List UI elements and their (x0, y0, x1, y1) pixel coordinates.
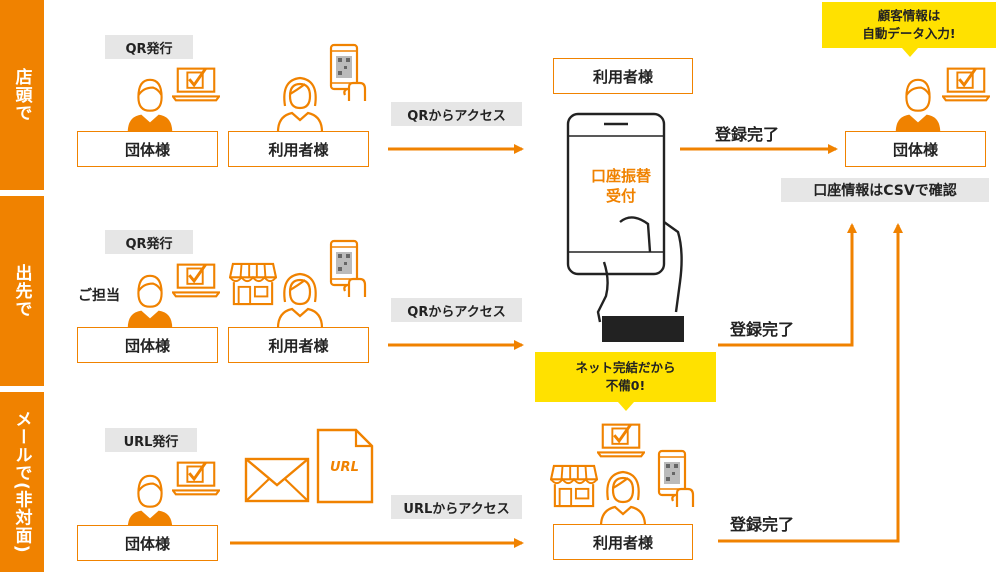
callout-line-1: 顧客情報は (877, 7, 941, 23)
person-icon (125, 270, 175, 328)
url-access-label: URLからアクセス (391, 495, 522, 519)
staff-label: ご担当 (78, 288, 120, 304)
laptop-check-icon (597, 420, 645, 460)
section-label-mail: メールで(非対面) (0, 392, 44, 572)
callout-pointer (618, 402, 634, 411)
callout-line-2: 不備0! (605, 378, 646, 393)
group-box: 団体様 (77, 131, 218, 167)
auto-input-callout: 顧客情報は 自動データ入力! (822, 2, 996, 48)
callout-line-1: ネット完結だから (575, 359, 676, 375)
qr-access-label: QRからアクセス (391, 102, 522, 126)
phone-line-2: 受付 (605, 187, 636, 206)
woman-icon (275, 72, 325, 132)
woman-icon (275, 268, 325, 328)
person-icon (125, 470, 175, 528)
no-error-callout: ネット完結だから 不備0! (535, 352, 716, 402)
qr-issue-tag: QR発行 (105, 35, 193, 59)
registration-complete-label: 登録完了 (730, 515, 795, 534)
smartphone-qr-icon (327, 238, 367, 300)
laptop-check-icon (942, 64, 990, 104)
envelope-icon (244, 457, 310, 503)
callout-line-2: 自動データ入力! (862, 26, 956, 41)
phone-screen-text: 口座振替 受付 (574, 166, 668, 207)
callout-pointer (902, 48, 918, 57)
url-doc-label: URL (330, 460, 359, 475)
user-box: 利用者様 (228, 327, 369, 363)
user-box-top: 利用者様 (553, 58, 693, 94)
section-label-visit: 出先で (0, 196, 44, 386)
section-label-storefront: 店頭で (0, 0, 44, 190)
person-icon (125, 74, 175, 132)
qr-access-label: QRからアクセス (391, 298, 522, 322)
user-box: 利用者様 (228, 131, 369, 167)
document-icon (316, 428, 374, 504)
registration-complete-label: 登録完了 (715, 125, 780, 144)
woman-icon (598, 466, 648, 526)
person-icon (893, 74, 943, 132)
qr-issue-tag: QR発行 (105, 230, 193, 254)
smartphone-qr-icon (327, 42, 367, 104)
laptop-check-icon (172, 260, 220, 300)
group-box: 団体様 (77, 327, 218, 363)
group-box: 団体様 (77, 525, 218, 561)
url-issue-tag: URL発行 (105, 428, 197, 452)
smartphone-icon (655, 448, 695, 510)
phone-line-1: 口座振替 (590, 167, 651, 185)
registration-complete-label: 登録完了 (730, 320, 795, 339)
group-box-right: 団体様 (845, 131, 986, 167)
laptop-check-icon (172, 458, 220, 498)
shop-icon (229, 262, 277, 306)
shop-icon (550, 464, 598, 508)
csv-label: 口座情報はCSVで確認 (781, 178, 989, 202)
hand-phone-icon (566, 112, 684, 342)
laptop-check-icon (172, 64, 220, 104)
user-box-bottom: 利用者様 (553, 524, 693, 560)
